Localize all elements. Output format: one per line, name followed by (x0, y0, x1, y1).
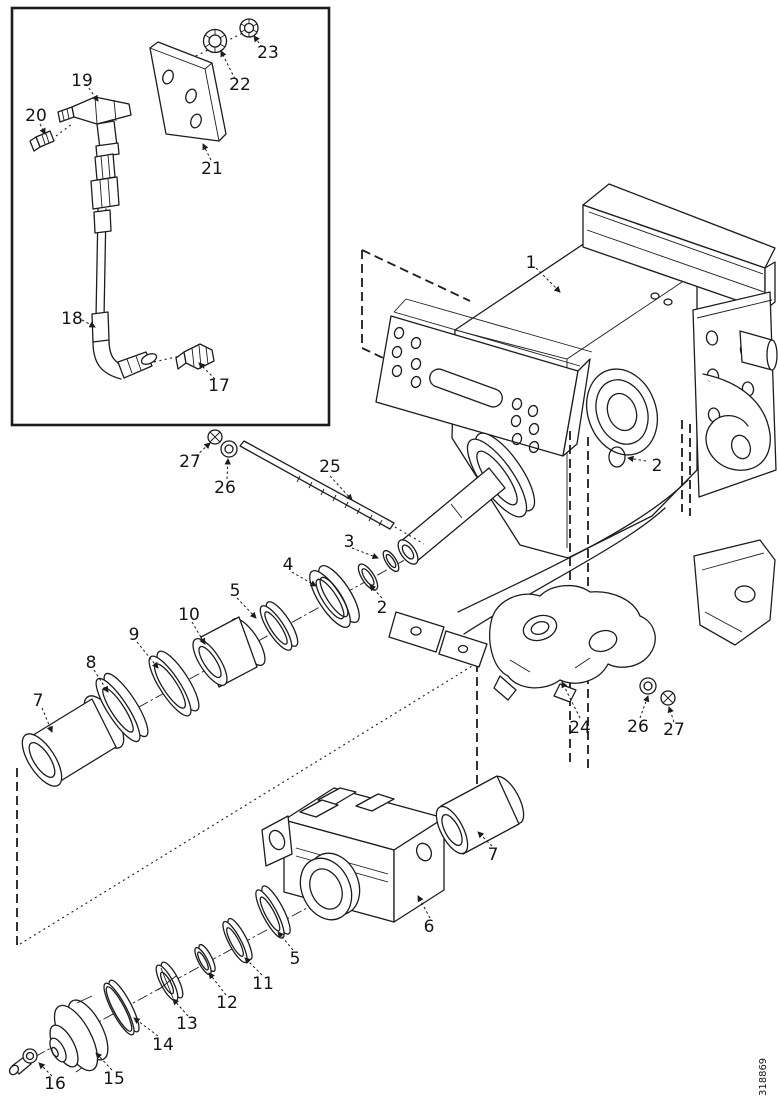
callout-6: 6 (424, 917, 435, 937)
callout-20: 20 (25, 106, 47, 126)
main-labels: 1 2 27 26 25 3 4 2 5 10 9 8 7 24 26 27 7… (33, 253, 685, 1094)
callout-22: 22 (229, 75, 251, 95)
seal-ring-9 (148, 650, 200, 717)
stud-25-drawing (207, 429, 425, 545)
plug-20-drawing (29, 123, 73, 152)
inset-leaders (39, 35, 263, 380)
beam-block-6 (261, 787, 445, 923)
ring-11 (222, 917, 253, 964)
inset-labels: 19 20 23 22 21 18 17 (25, 43, 279, 396)
bracket-24-drawing (489, 585, 676, 706)
washer-26-stud (220, 440, 238, 458)
callout-27-stud: 27 (179, 452, 201, 472)
callout-21: 21 (201, 159, 223, 179)
callout-1: 1 (526, 253, 537, 273)
callout-7-lower: 7 (488, 845, 499, 865)
callout-26-stud: 26 (214, 478, 236, 498)
tee-fitting-19-drawing (57, 96, 132, 158)
callout-27-bracket: 27 (663, 720, 685, 740)
callout-3: 3 (344, 532, 355, 552)
upper-bushing-set-drawing (21, 549, 400, 787)
callout-2-housing: 2 (652, 456, 663, 476)
drop-lines (569, 420, 691, 772)
callout-5-lower: 5 (290, 949, 301, 969)
o-ring-2-housing (608, 446, 626, 468)
ring-4 (309, 565, 360, 628)
lower-axle-assembly-drawing (8, 775, 525, 1076)
ring-2-small (357, 563, 379, 591)
callout-25: 25 (319, 457, 341, 477)
washer-26-bracket (639, 677, 657, 695)
right-side-details (693, 330, 778, 646)
ring-5-lower (255, 885, 291, 939)
plug-17-drawing (153, 343, 215, 370)
callout-16: 16 (44, 1074, 66, 1094)
bearing-13 (155, 961, 184, 1002)
inset-box-drawing: 19 20 23 22 21 18 17 (10, 6, 331, 427)
ring-3-small (382, 549, 400, 573)
hub-cap-15 (49, 995, 109, 1073)
hub-bore (586, 368, 658, 456)
callout-11: 11 (252, 974, 274, 994)
callout-26-bracket: 26 (627, 717, 649, 737)
bushing-7-lower (435, 775, 525, 855)
main-leaders (38, 267, 675, 1077)
callout-15: 15 (103, 1069, 125, 1089)
inset-border (10, 6, 331, 427)
ring-5-upper (259, 601, 299, 651)
nut-22-drawing (202, 28, 228, 54)
seal-ring-8 (95, 672, 149, 743)
callout-13: 13 (176, 1014, 198, 1034)
callout-17: 17 (208, 376, 230, 396)
callout-10: 10 (178, 605, 200, 625)
kingpin-shaft (397, 432, 536, 565)
hose-18-drawing (90, 153, 158, 380)
callout-5-upper: 5 (230, 581, 241, 601)
callout-12: 12 (216, 993, 238, 1013)
callout-9: 9 (129, 625, 140, 645)
ring-14 (103, 979, 140, 1036)
bracket-21-drawing (149, 41, 227, 142)
callout-2-rings: 2 (377, 598, 388, 618)
callout-23: 23 (257, 43, 279, 63)
callout-8: 8 (86, 653, 97, 673)
callout-18: 18 (61, 309, 83, 329)
ring-12 (194, 943, 216, 976)
nut-23-drawing (239, 18, 259, 38)
callout-24: 24 (569, 718, 591, 738)
bushing-7-upper (21, 695, 125, 787)
sleeve-10 (192, 616, 266, 688)
callout-19: 19 (71, 71, 93, 91)
figure-number: 318869 (758, 1058, 769, 1096)
callout-7-upper: 7 (33, 691, 44, 711)
callout-4: 4 (283, 555, 294, 575)
callout-14: 14 (152, 1035, 174, 1055)
fitting-16 (8, 1048, 38, 1076)
axle-housing-drawing (375, 183, 778, 668)
inset-alignment-line (170, 32, 244, 69)
